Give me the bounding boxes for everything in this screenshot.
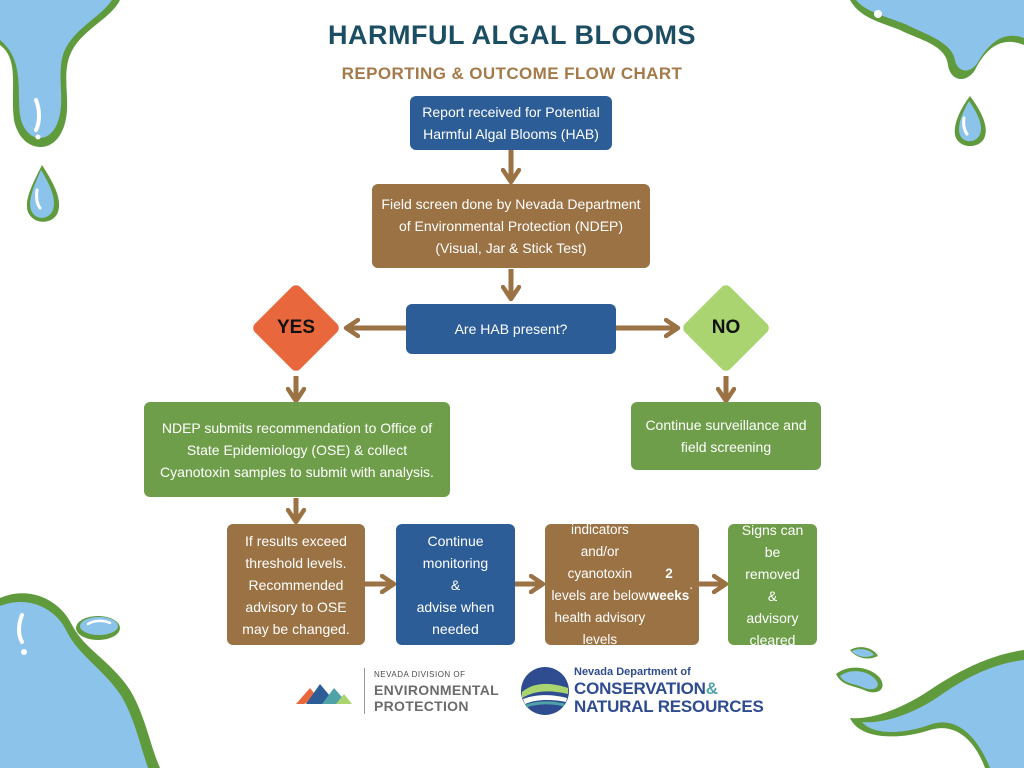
- yes-label: YES: [276, 317, 316, 338]
- report-received-box: Report received for Potential Harmful Al…: [410, 96, 612, 150]
- ndep-division-label: NEVADA DIVISION OF: [374, 670, 466, 679]
- ndep-protection-label: PROTECTION: [374, 698, 469, 714]
- continue-surveillance-box: Continue surveillance and field screenin…: [631, 402, 821, 470]
- mountain-logo-icon: [296, 684, 352, 704]
- signs-removed-box: Signs can be removed & advisory cleared: [728, 522, 817, 648]
- dcnr-department-label: Nevada Department of: [574, 666, 691, 678]
- no-label: NO: [711, 317, 741, 338]
- ndep-environmental-label: ENVIRONMENTAL: [374, 682, 499, 698]
- visual-indicators-box: Visual indicators and/or cyanotoxin leve…: [545, 500, 699, 669]
- page-subtitle: REPORTING & OUTCOME FLOW CHART: [341, 64, 683, 83]
- top-right-splash-icon: [850, 0, 1024, 147]
- ndep-logo: NEVADA DIVISION OF ENVIRONMENTAL PROTECT…: [296, 668, 499, 718]
- dcnr-conservation-label: CONSERVATION&: [574, 679, 718, 699]
- hab-present-question-box: Are HAB present?: [406, 304, 616, 354]
- field-screen-box: Field screen done by Nevada Department o…: [372, 184, 650, 268]
- ndep-submits-box: NDEP submits recommendation to Office of…: [144, 402, 450, 497]
- dcnr-conservation-text: CONSERVATION: [574, 679, 706, 698]
- visual-indicators-text: Visual indicators and/or cyanotoxin leve…: [551, 499, 649, 669]
- page-title: HARMFUL ALGAL BLOOMS: [328, 20, 696, 50]
- continue-monitoring-box: Continue monitoring & advise when needed: [396, 524, 515, 645]
- dcnr-natural-resources-label: NATURAL RESOURCES: [574, 697, 764, 716]
- two-weeks-emphasis: 2 weeks: [648, 565, 690, 603]
- top-left-splash-icon: [0, 0, 120, 222]
- threshold-exceed-box: If results exceed threshold levels. Reco…: [227, 524, 365, 645]
- dcnr-logo: Nevada Department of CONSERVATION& NATUR…: [520, 664, 764, 720]
- dcnr-ampersand: &: [705, 679, 718, 698]
- bottom-left-splash-icon: [0, 593, 160, 768]
- visual-indicators-end: .: [689, 576, 693, 592]
- bottom-right-splash-icon: [836, 647, 1024, 768]
- dcnr-emblem-icon: [521, 667, 569, 715]
